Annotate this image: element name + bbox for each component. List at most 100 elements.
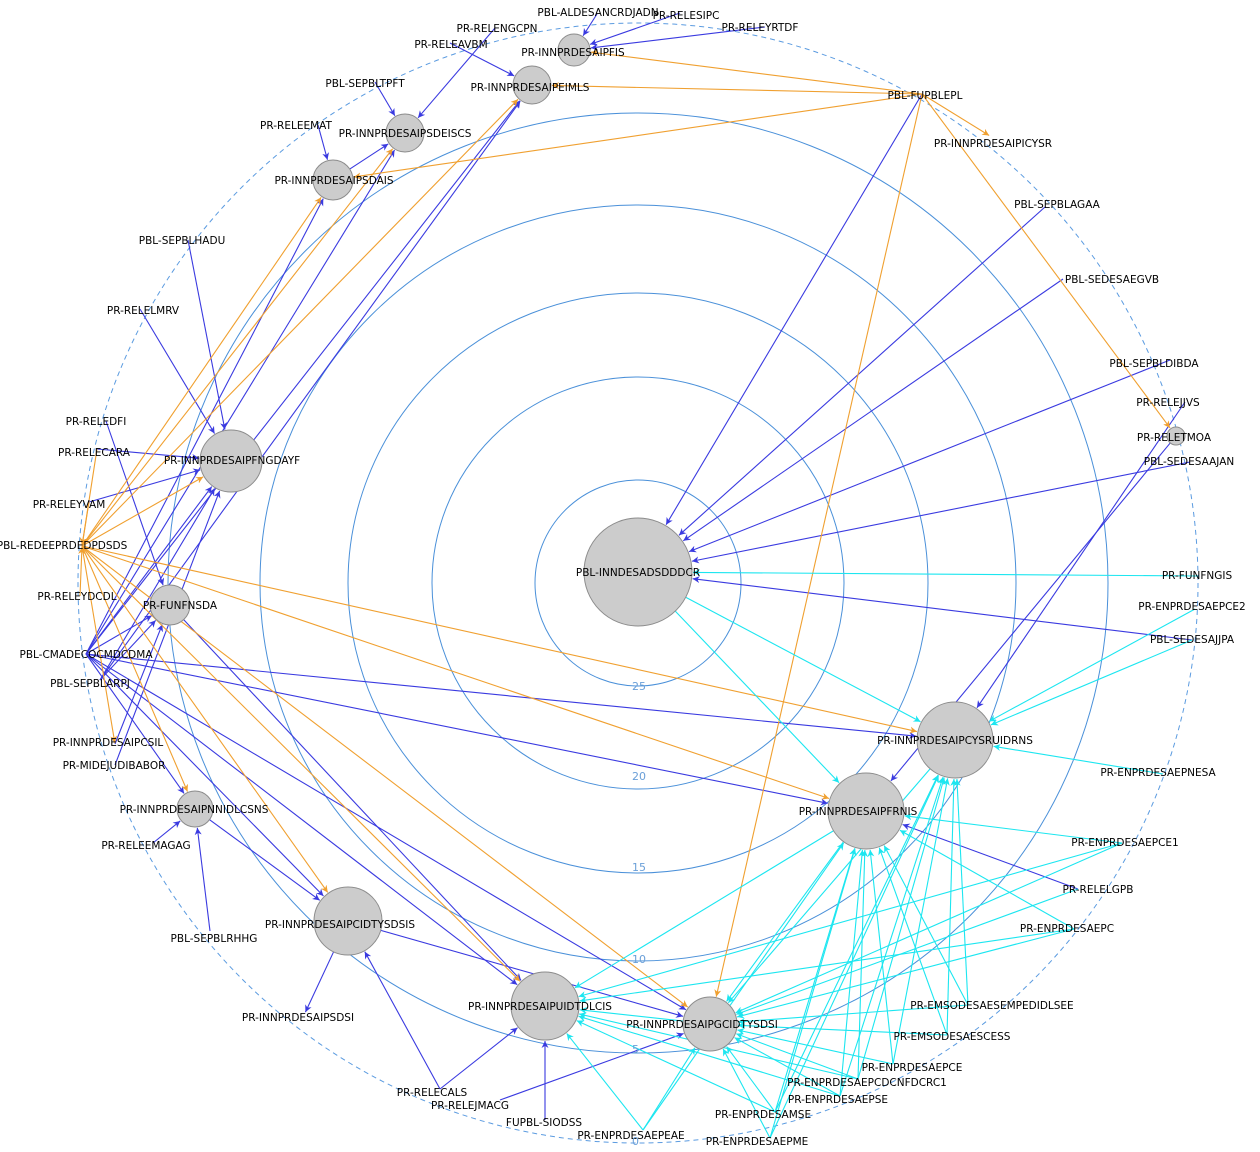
edge-cdcn-cysr	[857, 777, 946, 1080]
edge-ecara-pfng	[96, 448, 200, 462]
node-label-sdei: PR-INNPRDESAIPSDEISCS	[339, 128, 472, 140]
node-tmoa[interactable]	[1166, 426, 1186, 446]
node-pfng[interactable]	[199, 429, 263, 493]
edge-fupb-sdais	[353, 93, 923, 180]
edge-epce1-frnis	[904, 813, 1123, 844]
ring-0	[534, 479, 742, 687]
edge-larpj-pfng	[99, 488, 216, 681]
edge-cmade-funf	[85, 615, 153, 655]
node-label-uidt: PR-INNPRDESAIPUIDTDLCIS	[468, 1001, 612, 1013]
edge-fupb-tmoa	[921, 93, 1171, 429]
edge-cmade-gcid	[85, 653, 687, 1011]
node-label-midej: PR-MIDEJUDIBABOR	[63, 760, 166, 772]
node-center[interactable]	[583, 517, 693, 627]
node-label-pnesa: PR-ENPRDESAEPNESA	[1100, 767, 1216, 779]
edge-emagag-nnid	[152, 820, 181, 844]
edge-nnid-cidty	[209, 819, 321, 901]
edge-redee-eiml	[81, 98, 519, 547]
edge-frnis-gcid	[726, 841, 844, 1002]
node-label-edfi: PR-RELEDFI	[66, 416, 127, 428]
node-eiml[interactable]	[512, 65, 552, 105]
concentric-rings	[77, 22, 1199, 1144]
node-label-epce1: PR-ENPRDESAEPCE1	[1071, 837, 1178, 849]
edge-emso1-cysr	[953, 778, 969, 1006]
edge-ajjpa-center	[692, 576, 1193, 641]
edge-epeae-uidt	[566, 1033, 644, 1131]
edge-amse-uidt	[576, 1020, 776, 1113]
node-label-cdcn: PR-ENPRDESAEPCDCNFDCRC1	[787, 1077, 947, 1089]
node-label-icysr: PR-INNPRDESAIPICYSR	[934, 138, 1052, 150]
edge-cmade-pfng	[85, 486, 213, 655]
edge-cmade-uidt	[85, 653, 518, 986]
edge-funf-uidt	[183, 619, 522, 981]
edge-epeae-gcid	[642, 1047, 696, 1131]
edge-redee-pcsil	[81, 545, 118, 744]
edge-pcsil-funf	[114, 624, 163, 745]
node-label-eemat: PR-RELEEMAT	[260, 120, 332, 132]
node-label-cidty: PR-INNPRDESAIPCIDTYSDSIS	[265, 919, 415, 931]
node-label-larpj: PBL-SEPBLARPJ	[50, 678, 130, 690]
edge-amse-gcid	[726, 1046, 776, 1113]
node-funf[interactable]	[149, 584, 191, 626]
edge-larpj-eiml	[99, 100, 521, 681]
edge-elgpb-gcid	[736, 888, 1079, 1016]
edge-epc-gcid	[736, 928, 1075, 1019]
edge-fupb-pfis	[590, 49, 923, 95]
edge-epc-frnis	[899, 829, 1075, 930]
node-cidty[interactable]	[313, 886, 383, 956]
edge-eemat-sdais	[317, 124, 330, 160]
node-label-engcpn: PR-RELENGCPN	[457, 23, 538, 35]
edge-cidty-psdsi	[304, 951, 335, 1013]
edge-amse-frnis	[774, 848, 857, 1113]
node-cysr[interactable]	[916, 701, 994, 779]
edge-sagaa-center	[678, 206, 1046, 536]
edge-center-frnis	[674, 610, 840, 784]
node-label-epc: PR-ENPRDESAEPC	[1020, 923, 1114, 935]
node-label-pfis: PR-INNPRDESAIPFIS	[521, 47, 625, 59]
edge-epme-gcid	[722, 1048, 771, 1139]
node-uidt[interactable]	[510, 971, 580, 1041]
edge-eavbm-eiml	[449, 42, 515, 77]
node-label-emagag: PR-RELEEMAGAG	[101, 840, 190, 852]
node-pfis[interactable]	[557, 33, 591, 67]
node-label-sdais: PR-INNPRDESAIPSDAIS	[274, 175, 393, 187]
node-label-frnis: PR-INNPRDESAIPFRNIS	[799, 806, 918, 818]
edge-dibda-center	[688, 359, 1171, 553]
node-label-ajan: PBL-SEDESAAJAN	[1144, 456, 1234, 468]
node-label-alde: PBL-ALDESANCRDJADN	[537, 7, 658, 19]
node-label-epme: PR-ENPRDESAEPME	[706, 1136, 809, 1148]
edge-jmacg-gcid	[499, 1032, 684, 1101]
edge-gcid-uidt	[579, 1007, 684, 1022]
node-gcid[interactable]	[682, 996, 738, 1052]
edge-larpj-funf	[99, 619, 157, 681]
node-label-dibda: PBL-SEPBLDIBDA	[1109, 358, 1199, 370]
edge-epse-cysr	[839, 776, 945, 1097]
node-label-fupb: PBL-FUPBLEPL	[888, 90, 963, 102]
edge-edfi-funf	[105, 420, 165, 586]
edge-cmade-frnis	[85, 653, 828, 806]
edge-epeae-frnis	[642, 842, 845, 1131]
node-sdais[interactable]	[312, 159, 354, 201]
node-label-ajjpa: PBL-SEDESAJJPA	[1150, 634, 1235, 646]
node-sdei[interactable]	[385, 113, 425, 153]
edge-redee-sdais	[81, 197, 322, 547]
edge-epse-gcid	[734, 1037, 841, 1097]
edge-eyvam-pfng	[88, 468, 201, 503]
ring-label-4: 5	[632, 1043, 639, 1056]
edge-amse-cysr	[774, 774, 939, 1113]
edge-cidty-gcid	[380, 929, 684, 1018]
edge-redee-sdei	[81, 148, 394, 547]
edge-elgpb-frnis	[902, 823, 1079, 890]
edge-epse-uidt	[578, 1014, 841, 1097]
ring-5	[77, 22, 1199, 1144]
node-frnis[interactable]	[827, 772, 905, 850]
node-label-epeae: PR-ENPRDESAEPEAE	[577, 1130, 684, 1142]
node-nnid[interactable]	[176, 790, 214, 828]
node-label-ecara: PR-RELECARA	[58, 447, 131, 459]
node-label-epce: PR-ENPRDESAEPCE	[862, 1062, 963, 1074]
node-label-cals: PR-RELECALS	[397, 1087, 468, 1099]
edge-cdcn-gcid	[736, 1032, 859, 1080]
node-label-tpft: PBL-SEPBLTPFT	[325, 78, 405, 90]
edge-redee-pfng	[81, 476, 204, 547]
edge-fupb-eiml	[551, 82, 923, 95]
